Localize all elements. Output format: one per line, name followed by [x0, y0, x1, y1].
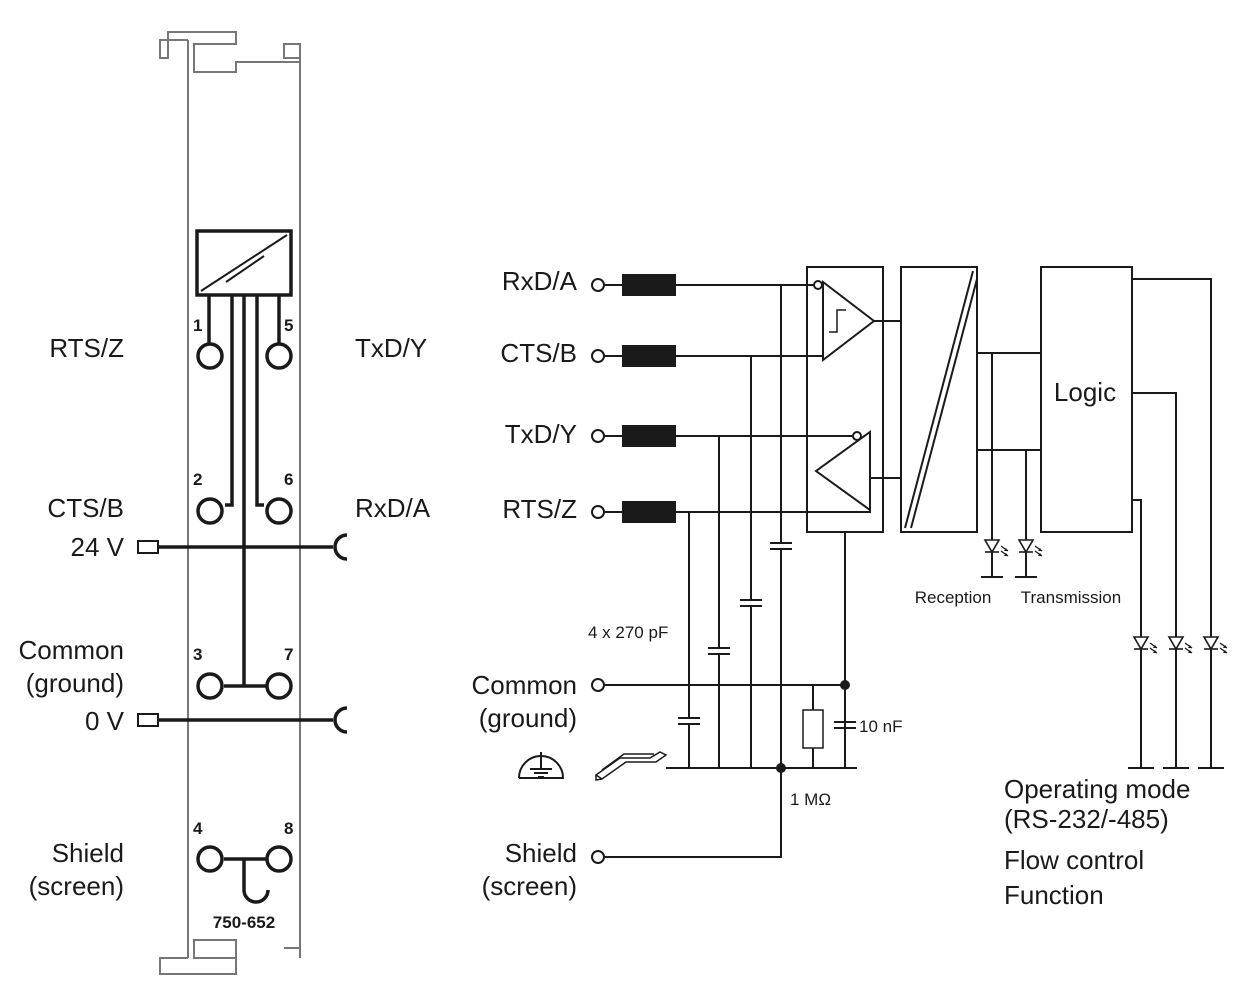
schematic: RxD/A CTS/B TxD/Y RTS/Z Common (ground) …	[472, 266, 1228, 910]
label-1mohm: 1 MΩ	[790, 790, 831, 809]
input-label-common: Common	[472, 670, 577, 700]
terminal-module: 1 2 3 4 5 6 7 8 750-652 RTS/Z CTS/B 24 V…	[19, 31, 431, 975]
input-label-rts: RTS/Z	[502, 494, 577, 524]
terminal-7[interactable]	[265, 672, 293, 700]
power-contact-24v-left	[137, 540, 159, 554]
module-internal-wiring	[159, 295, 333, 904]
terminal-1[interactable]	[196, 342, 224, 370]
led-operating-mode-icon	[1133, 636, 1158, 654]
label-function: Function	[1004, 880, 1104, 910]
isolator-block	[900, 266, 978, 533]
ferrite-rxd	[622, 274, 676, 296]
label-24v: 24 V	[71, 532, 125, 562]
transceiver-block	[806, 266, 901, 533]
terminal-number-5: 5	[284, 316, 293, 335]
receiver-icon	[822, 279, 876, 363]
terminal-number-7: 7	[284, 645, 293, 664]
logic-label: Logic	[1054, 377, 1116, 407]
resistor-1mohm	[802, 709, 824, 749]
led-flow-control-icon	[1168, 636, 1193, 654]
input-label-txd: TxD/Y	[505, 419, 577, 449]
label-rs232-485: (RS-232/-485)	[1004, 804, 1169, 834]
terminal-4[interactable]	[196, 845, 224, 873]
label-screen: (screen)	[29, 871, 124, 901]
label-flow-control: Flow control	[1004, 845, 1144, 875]
terminal-number-8: 8	[284, 819, 293, 838]
earth-ground-icon	[518, 752, 565, 779]
terminal-6[interactable]	[265, 497, 293, 525]
input-label-ground: (ground)	[479, 703, 577, 733]
power-contact-0v-left	[137, 713, 159, 727]
din-rail-icon	[594, 751, 668, 781]
label-reception: Reception	[915, 588, 992, 607]
ferrite-rts	[622, 501, 676, 523]
label-ground: (ground)	[26, 668, 124, 698]
label-cts: CTS/B	[47, 493, 124, 523]
terminal-number-2: 2	[193, 470, 202, 489]
label-operating-mode: Operating mode	[1004, 774, 1190, 804]
label-common: Common	[19, 635, 124, 665]
terminal-3[interactable]	[196, 672, 224, 700]
input-label-cts: CTS/B	[500, 338, 577, 368]
input-terminal-rts[interactable]	[591, 505, 605, 519]
label-10nf: 10 nF	[859, 717, 902, 736]
power-contact-24v-right	[333, 533, 348, 561]
label-rxd: RxD/A	[355, 493, 431, 523]
input-label-screen: (screen)	[482, 871, 577, 901]
label-4x270pf: 4 x 270 pF	[588, 623, 668, 642]
label-txd: TxD/Y	[355, 333, 427, 363]
input-terminal-rxd[interactable]	[591, 278, 605, 292]
terminal-number-4: 4	[193, 819, 203, 838]
input-terminal-cts[interactable]	[591, 349, 605, 363]
terminal-5[interactable]	[265, 342, 293, 370]
capacitors-270pf	[678, 285, 792, 768]
driver-icon	[814, 430, 871, 512]
ferrite-cts	[622, 345, 676, 367]
led-transmission-icon	[1018, 539, 1043, 557]
terminal-number-3: 3	[193, 645, 202, 664]
module-housing	[159, 31, 301, 975]
ferrite-txd	[622, 425, 676, 447]
terminal-number-6: 6	[284, 470, 293, 489]
capacitor-10nf	[834, 685, 856, 729]
led-function-icon	[1203, 636, 1228, 654]
terminal-number-1: 1	[193, 316, 202, 335]
label-0v: 0 V	[85, 706, 125, 736]
terminal-8[interactable]	[265, 845, 293, 873]
isolation-converter	[195, 229, 293, 297]
logic-block	[1040, 266, 1133, 533]
part-number: 750-652	[213, 913, 275, 932]
input-terminal-txd[interactable]	[591, 429, 605, 443]
terminal-2[interactable]	[196, 497, 224, 525]
label-shield: Shield	[52, 838, 124, 868]
input-terminal-common[interactable]	[591, 678, 605, 692]
led-reception-icon	[984, 539, 1009, 557]
power-contact-0v-right	[333, 706, 348, 734]
input-label-rxd: RxD/A	[502, 266, 578, 296]
label-rts: RTS/Z	[49, 333, 124, 363]
input-label-shield: Shield	[505, 838, 577, 868]
input-terminal-shield[interactable]	[591, 850, 605, 864]
label-transmission: Transmission	[1021, 588, 1121, 607]
